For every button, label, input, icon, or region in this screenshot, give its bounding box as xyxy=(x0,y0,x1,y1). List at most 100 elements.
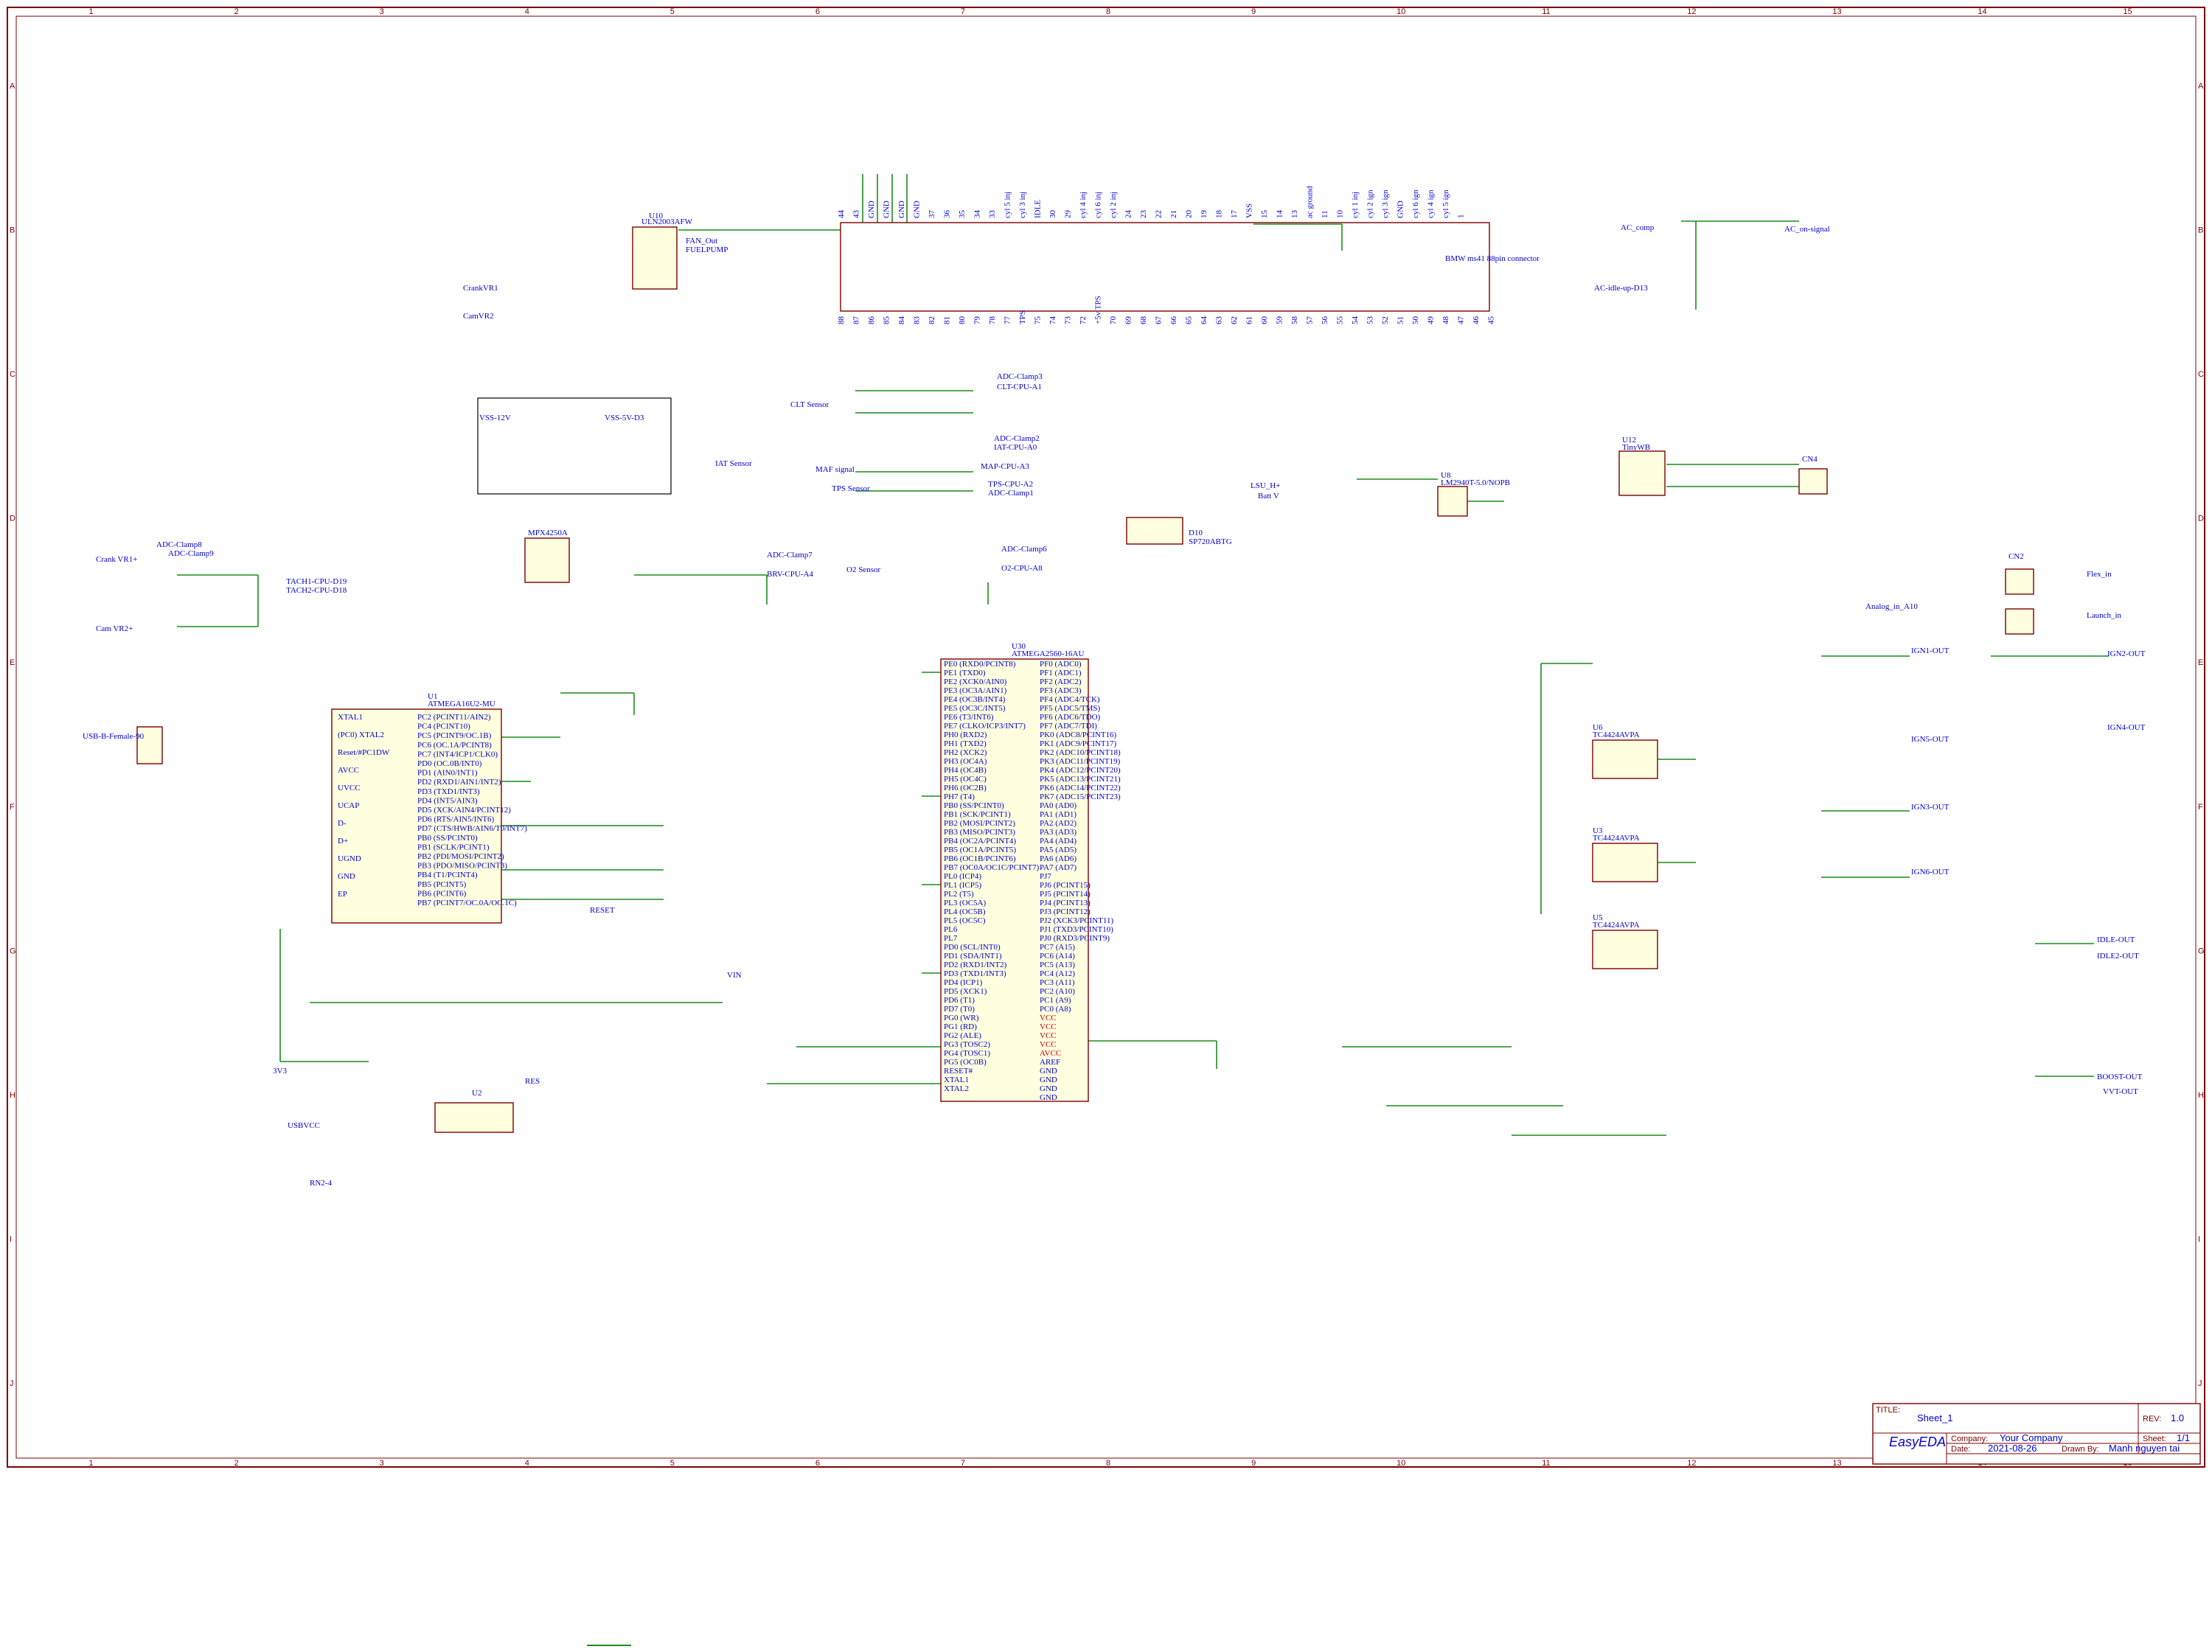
p2-top-pin: cyl 2 inj xyxy=(1109,192,1118,218)
label-ign4-out: IGN4-OUT xyxy=(2107,723,2146,732)
p2-bottom-pin: 53 xyxy=(1366,316,1375,325)
svg-text:MPX4250A: MPX4250A xyxy=(528,529,568,537)
svg-text:CN4: CN4 xyxy=(1802,455,1818,464)
grid-row-label: I xyxy=(10,1235,12,1244)
grid-row-label: H xyxy=(2198,1091,2204,1100)
u1-pin-label: PB4 (T1/PCINT4) xyxy=(417,871,478,879)
grid-col-label: 12 xyxy=(1687,7,1696,16)
svg-text:ATMEGA2560-16AU: ATMEGA2560-16AU xyxy=(1012,649,1084,658)
u30-right-pin: PA3 (AD3) xyxy=(1040,828,1077,837)
u1-pin-label: PB6 (PCINT6) xyxy=(417,889,467,898)
label-adc-clamp7: ADC-Clamp7 xyxy=(767,551,813,560)
svg-text:TC4424AVPA: TC4424AVPA xyxy=(1593,921,1640,930)
svg-text:U3: U3 xyxy=(1593,826,1603,835)
u30-right-pin: PF2 (ADC2) xyxy=(1040,677,1082,686)
grid-col-label: 3 xyxy=(380,1459,384,1468)
u30-right-pin: PA1 (AD1) xyxy=(1040,810,1077,819)
grid-row-label: B xyxy=(2198,226,2203,234)
label-crankvr1: CrankVR1 xyxy=(463,284,498,293)
u30-right-pin: PJ6 (PCINT15) xyxy=(1040,881,1091,890)
svg-text:TC4424AVPA: TC4424AVPA xyxy=(1593,731,1640,739)
svg-text:U6: U6 xyxy=(1593,723,1603,732)
u30-left-pin: PG2 (ALE) xyxy=(944,1031,981,1040)
grid-col-label: 2 xyxy=(234,7,239,16)
u30-right-pin: PC5 (A13) xyxy=(1040,961,1075,969)
p2-top-pin: 10 xyxy=(1336,210,1345,219)
grid-row-label: D xyxy=(10,515,15,523)
grid-col-label: 5 xyxy=(670,7,675,16)
u1-pin-label: PD2 (RXD1/AIN1/INT2) xyxy=(417,778,501,787)
grid-col-label: 9 xyxy=(1251,1459,1256,1468)
grid-row-label: H xyxy=(10,1091,15,1100)
p2-top-pin: GND xyxy=(883,201,891,218)
p2-bottom-pin: 50 xyxy=(1411,316,1420,325)
u30-right-pin: GND xyxy=(1040,1093,1057,1102)
ac-circuit: AC_comp AC_on-signal AC-idle-up-D13 xyxy=(1594,223,1830,293)
label-vss-12v: VSS-12V xyxy=(479,414,511,422)
p2-bottom-pin: 86 xyxy=(867,316,876,325)
rev-label: REV: xyxy=(2143,1415,2161,1423)
label-o2-sensor: O2 Sensor xyxy=(846,565,880,574)
u1-pin-label: PD3 (TXD1/INT3) xyxy=(417,787,480,796)
label-iat-cpu: IAT-CPU-A0 xyxy=(994,443,1037,452)
label-3v3: 3V3 xyxy=(273,1067,287,1076)
u30-right-pin: PA5 (AD5) xyxy=(1040,846,1077,854)
u30-left-pin: PB3 (MISO/PCINT3) xyxy=(944,828,1015,837)
grid-col-label: 15 xyxy=(2123,7,2132,16)
p2-top-pin: GND xyxy=(897,201,906,218)
label-res: RES xyxy=(525,1077,540,1086)
u30-left-pin: PB6 (OC1B/PCINT6) xyxy=(944,854,1016,863)
p2-top-pin: 35 xyxy=(958,210,967,219)
svg-text:LM2940T-5.0/NOPB: LM2940T-5.0/NOPB xyxy=(1441,478,1510,487)
grid-col-label: 8 xyxy=(1106,7,1110,16)
label-ign3-out: IGN3-OUT xyxy=(1911,803,1950,812)
u30-right-pin: VCC xyxy=(1040,1022,1057,1031)
grid-col-label: 8 xyxy=(1106,1459,1110,1468)
p2-top-pin: 11 xyxy=(1321,210,1329,218)
u30-left-pin: PD1 (SDA/INT1) xyxy=(944,952,1002,961)
u30-right-pin: PF6 (ADC6/TDO) xyxy=(1040,713,1101,722)
u1-pin-label: PD1 (AIN0/INT1) xyxy=(417,769,478,778)
u30-left-pin: PG0 (WR) xyxy=(944,1014,979,1022)
grid-row-label: A xyxy=(2198,82,2204,91)
u30-right-pin: PC6 (A14) xyxy=(1040,952,1075,961)
u30-left-pin: PH4 (OC4B) xyxy=(944,766,987,775)
u1-pin-label: PC4 (PCINT10) xyxy=(417,722,470,731)
label-ign6-out: IGN6-OUT xyxy=(1911,868,1950,876)
p2-bottom-pin: 60 xyxy=(1260,316,1269,325)
u30-left-pin: PB0 (SS/PCINT0) xyxy=(944,801,1004,810)
grid-row-label: F xyxy=(2198,803,2203,812)
svg-text:U1: U1 xyxy=(428,692,437,701)
grid-col-label: 9 xyxy=(1251,7,1256,16)
p2-bottom-pin: 70 xyxy=(1109,316,1118,325)
p2-top-pin: cyl 3 inj xyxy=(1018,192,1027,218)
u30-right-pin: PA4 (AD4) xyxy=(1040,837,1077,846)
u30-right-pin: AVCC xyxy=(1040,1049,1061,1058)
u30-chip: U30 ATMEGA2560-16AU PE0 (RXD0/PCINT8)PE1… xyxy=(940,642,1121,1102)
u30-left-pin: PG1 (RD) xyxy=(944,1022,977,1031)
p2-bottom-pin: 66 xyxy=(1169,316,1178,325)
u30-right-pin: PK3 (ADC11/PCINT19) xyxy=(1040,757,1121,766)
map-sensor: MPX4250A xyxy=(524,529,570,583)
p2-bottom-pin: 52 xyxy=(1381,316,1390,324)
p2-top-pin: 18 xyxy=(1215,210,1224,219)
svg-text:ATMEGA16U2-MU: ATMEGA16U2-MU xyxy=(428,700,495,708)
svg-text:U12: U12 xyxy=(1622,436,1636,445)
p2-bottom-pin: 85 xyxy=(883,316,891,325)
label-ac-comp: AC_comp xyxy=(1621,223,1655,232)
svg-text:U8: U8 xyxy=(1441,471,1451,480)
u30-right-pin: GND xyxy=(1040,1067,1057,1076)
label-ign5-out: IGN5-OUT xyxy=(1911,735,1950,744)
u1-pin-label: Reset/#PC1DW xyxy=(338,748,390,757)
p2-top-pin: cyl 6 ign xyxy=(1411,189,1420,218)
u30-left-pin: PE7 (CLKO/ICP3/INT7) xyxy=(944,722,1026,731)
p2-top-pin: cyl 4 ign xyxy=(1427,189,1436,218)
u30-right-pin: VCC xyxy=(1040,1014,1057,1022)
u30-right-pin: GND xyxy=(1040,1084,1057,1093)
p2-top-pin: VSS xyxy=(1245,203,1254,218)
easyeda-logo: EasyEDA xyxy=(1889,1435,1946,1449)
u30-left-pin: PL3 (OC5A) xyxy=(944,899,986,907)
u30-right-pin: PK6 (ADC14/PCINT22) xyxy=(1040,784,1121,792)
